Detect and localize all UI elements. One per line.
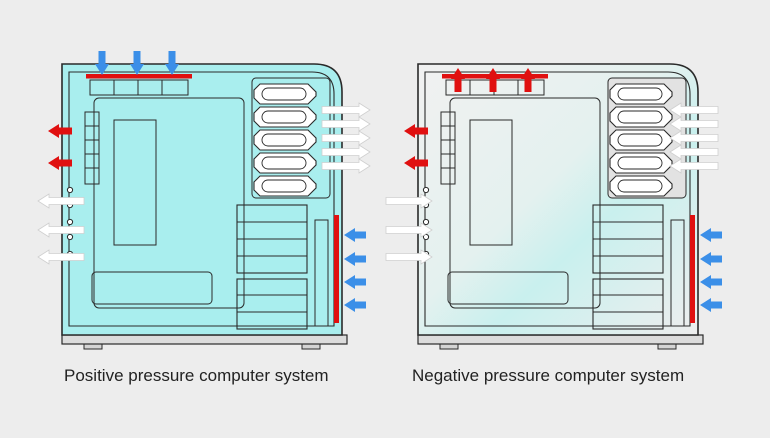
rear-io-panel [84, 111, 100, 185]
screw-hole-2 [66, 218, 74, 226]
drive-bay-2 [253, 129, 317, 151]
top-exhaust-arrow-0 [451, 68, 465, 92]
computer-case-1 [385, 63, 722, 350]
top-exhaust-arrow-2 [521, 68, 535, 92]
drive-side-arrow-1 [669, 130, 719, 146]
drive-side-arrow-mid-1 [321, 144, 371, 160]
rear-exhaust-arrow-0 [48, 124, 72, 138]
top-intake-arrow-2 [165, 51, 179, 75]
drive-side-arrow-0 [669, 102, 719, 118]
screw-hole-3 [422, 233, 430, 241]
drive-bay-4 [609, 175, 673, 197]
rear-passive-arrow-1 [37, 222, 85, 238]
case-body [61, 63, 343, 336]
top-intake-arrow-1 [130, 51, 144, 75]
drive-bay-slot-3 [617, 156, 663, 170]
rear-exhaust-arrow-0 [404, 124, 428, 138]
front-intake-arrow-3 [344, 298, 366, 312]
front-intake-arrow-0 [344, 228, 366, 242]
psu-shroud [447, 271, 569, 305]
front-intake-arrow-0 [700, 228, 722, 242]
drive-bay-4 [253, 175, 317, 197]
front-intake-fan-bar [334, 215, 339, 323]
rear-passive-arrow-2 [385, 249, 433, 265]
rear-io-panel [440, 111, 456, 185]
top-exhaust-arrow-1 [486, 68, 500, 92]
drive-bay-slot-1 [617, 110, 663, 124]
drive-side-arrow-1 [321, 130, 371, 146]
cpu-cooler-block [469, 119, 513, 246]
rear-passive-arrow-0 [385, 193, 433, 209]
drive-bay-0 [609, 83, 673, 105]
rear-passive-arrow-0 [37, 193, 85, 209]
front-panel-column [670, 219, 685, 327]
case-base [417, 334, 704, 345]
screw-hole-0 [422, 186, 430, 194]
top-intake-arrow-0 [95, 51, 109, 75]
front-intake-arrow-2 [700, 275, 722, 289]
screw-hole-3 [66, 233, 74, 241]
drive-bay-1 [253, 106, 317, 128]
front-intake-arrow-1 [344, 252, 366, 266]
front-intake-arrow-1 [700, 252, 722, 266]
lower-bays-lower [236, 278, 308, 330]
motherboard-outline [449, 97, 601, 309]
front-panel-column [314, 219, 329, 327]
front-intake-fan-bar [690, 215, 695, 323]
caption-negative: Negative pressure computer system [412, 366, 685, 385]
drive-side-arrow-2 [321, 158, 371, 174]
drive-bay-slot-2 [617, 133, 663, 147]
drive-bay-slot-0 [617, 87, 663, 101]
rear-passive-arrow-2 [37, 249, 85, 265]
drive-side-arrow-2 [669, 158, 719, 174]
screw-hole-0 [66, 186, 74, 194]
drive-bay-slot-4 [617, 179, 663, 193]
drive-bay-3 [609, 152, 673, 174]
drive-bay-3 [253, 152, 317, 174]
drive-bay-slot-1 [261, 110, 307, 124]
drive-side-arrow-mid-1 [669, 144, 719, 160]
rear-exhaust-arrow-1 [48, 156, 72, 170]
front-intake-arrow-3 [700, 298, 722, 312]
top-vent-grille [89, 79, 189, 96]
case-base [61, 334, 348, 345]
drive-bay-2 [609, 129, 673, 151]
screw-hole-2 [422, 218, 430, 226]
drive-bay-slot-4 [261, 179, 307, 193]
caption-positive: Positive pressure computer system [64, 366, 329, 385]
motherboard-outline [93, 97, 245, 309]
drive-bay-slot-2 [261, 133, 307, 147]
drive-bay-1 [609, 106, 673, 128]
drive-side-arrow-mid-0 [669, 116, 719, 132]
drive-bay-slot-0 [261, 87, 307, 101]
rear-exhaust-arrow-1 [404, 156, 428, 170]
front-intake-arrow-2 [344, 275, 366, 289]
cpu-cooler-block [113, 119, 157, 246]
drive-side-arrow-0 [321, 102, 371, 118]
drive-bay-slot-3 [261, 156, 307, 170]
computer-case-0 [37, 51, 371, 350]
top-exhaust-fan-bar [86, 74, 192, 79]
psu-shroud [91, 271, 213, 305]
drive-bay-0 [253, 83, 317, 105]
drive-side-arrow-mid-0 [321, 116, 371, 132]
lower-bays-lower [592, 278, 664, 330]
rear-passive-arrow-1 [385, 222, 433, 238]
